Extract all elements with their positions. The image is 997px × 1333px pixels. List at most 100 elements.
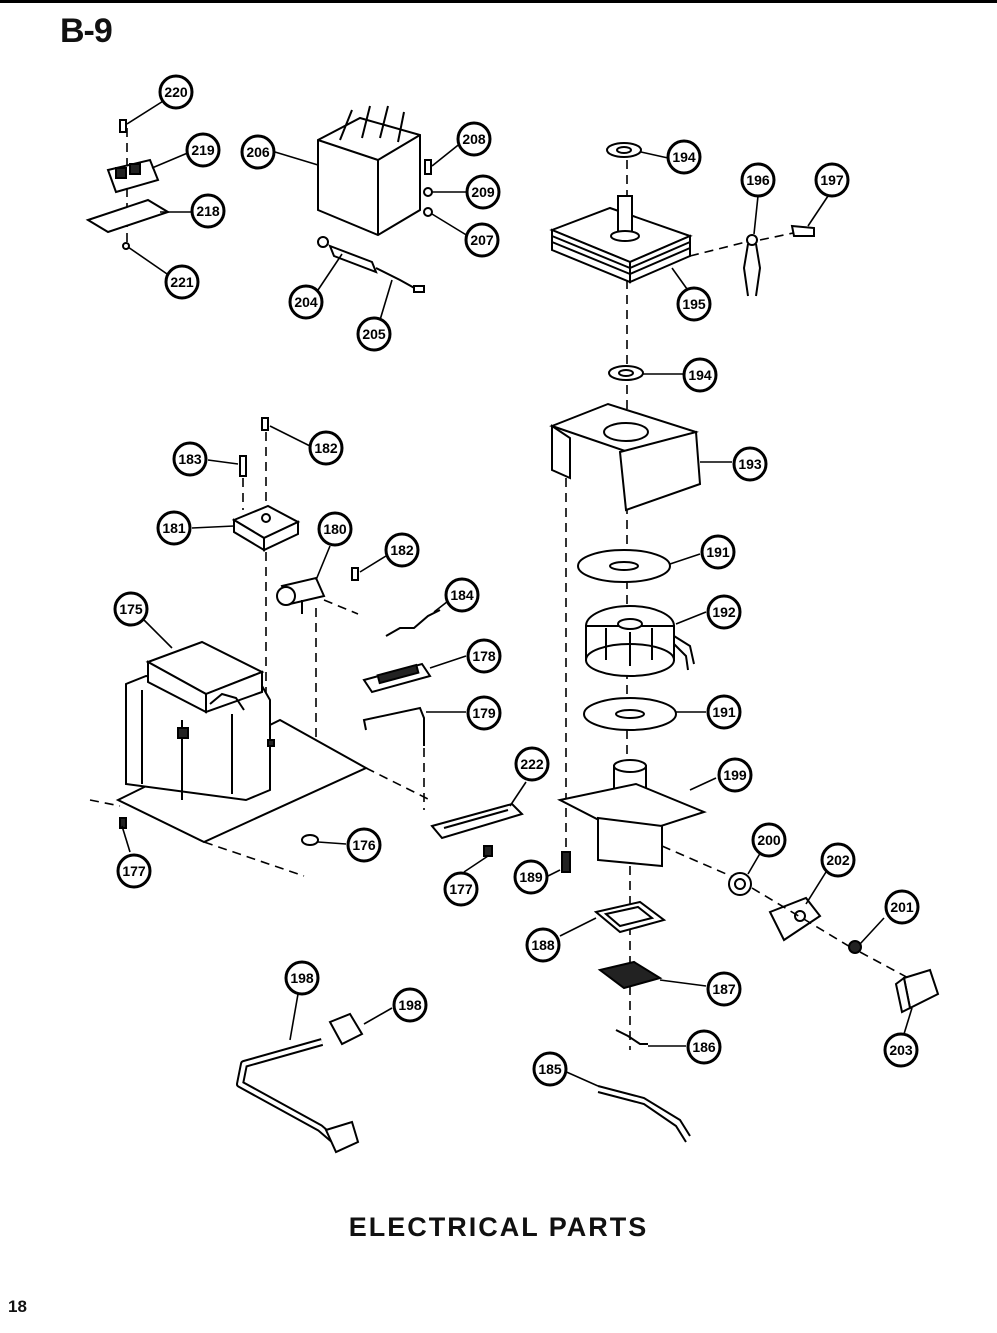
svg-text:199: 199 <box>723 767 747 783</box>
callout-222: 222 <box>514 746 550 782</box>
callout-191-bottom: 191 <box>706 694 742 730</box>
callout-180: 180 <box>317 511 353 547</box>
screw-182-top <box>261 417 269 431</box>
thermal-bracket-197 <box>790 224 815 237</box>
strain-relief-198 <box>328 1012 364 1046</box>
svg-text:209: 209 <box>471 184 495 200</box>
callout-205: 205 <box>356 316 392 352</box>
svg-text:182: 182 <box>314 440 338 456</box>
callout-203: 203 <box>883 1032 919 1068</box>
top-rule <box>0 0 997 3</box>
svg-text:203: 203 <box>889 1042 913 1058</box>
mesh-187 <box>597 960 663 990</box>
callout-221: 221 <box>164 264 200 300</box>
svg-text:177: 177 <box>122 863 146 879</box>
svg-text:222: 222 <box>520 756 544 772</box>
screw-177-right <box>483 845 493 857</box>
svg-text:180: 180 <box>323 521 347 537</box>
svg-text:198: 198 <box>290 970 314 986</box>
terminal-strip-222 <box>430 802 524 840</box>
terminal-block-group <box>85 97 196 277</box>
diode-204 <box>328 244 378 274</box>
callout-191-top: 191 <box>700 534 736 570</box>
callout-188: 188 <box>525 927 561 963</box>
callout-195: 195 <box>676 286 712 322</box>
callout-196: 196 <box>740 162 776 198</box>
magnetron-group <box>549 142 829 860</box>
callout-182-mid: 182 <box>384 532 420 568</box>
page-title: B-9 <box>60 12 113 50</box>
callout-179: 179 <box>466 695 502 731</box>
svg-text:218: 218 <box>196 203 220 219</box>
screw-182-mid <box>351 567 359 581</box>
callout-207: 207 <box>464 222 500 258</box>
thermal-protector-196 <box>746 234 758 246</box>
callout-192: 192 <box>706 594 742 630</box>
callout-204: 204 <box>288 284 324 320</box>
svg-text:219: 219 <box>191 142 215 158</box>
svg-text:204: 204 <box>294 294 318 310</box>
svg-text:188: 188 <box>531 937 555 953</box>
callout-200: 200 <box>751 822 787 858</box>
callout-197: 197 <box>814 162 850 198</box>
callout-181: 181 <box>156 510 192 546</box>
svg-text:192: 192 <box>712 604 736 620</box>
callout-178: 178 <box>466 638 502 674</box>
callout-202: 202 <box>820 842 856 878</box>
svg-text:196: 196 <box>746 172 770 188</box>
callout-209: 209 <box>465 174 501 210</box>
svg-text:205: 205 <box>362 326 386 342</box>
clip-186 <box>615 1029 648 1045</box>
svg-text:191: 191 <box>712 704 736 720</box>
screw-220 <box>119 119 127 133</box>
svg-text:181: 181 <box>162 520 186 536</box>
svg-text:175: 175 <box>119 601 143 617</box>
callout-220: 220 <box>158 74 194 110</box>
washer-209 <box>423 187 433 197</box>
diagram-caption: ELECTRICAL PARTS <box>348 1212 649 1242</box>
svg-text:197: 197 <box>820 172 844 188</box>
callout-185: 185 <box>532 1051 568 1087</box>
svg-text:200: 200 <box>757 832 781 848</box>
callout-218: 218 <box>190 193 226 229</box>
callout-186: 186 <box>686 1029 722 1065</box>
nut-207 <box>423 207 433 217</box>
plug <box>324 1120 360 1154</box>
screw-208 <box>424 159 432 175</box>
svg-text:206: 206 <box>246 144 270 160</box>
callout-199: 199 <box>717 757 753 793</box>
callout-176: 176 <box>346 827 382 863</box>
callout-194-top: 194 <box>666 139 702 175</box>
bracket-218 <box>85 198 171 234</box>
spacer-183 <box>239 455 247 477</box>
svg-text:194: 194 <box>672 149 696 165</box>
callout-189: 189 <box>513 859 549 895</box>
svg-text:221: 221 <box>170 274 194 290</box>
svg-text:179: 179 <box>472 705 496 721</box>
callout-177-left: 177 <box>116 853 152 889</box>
nut-201 <box>848 940 862 954</box>
transformer-group <box>89 619 527 877</box>
callout-198-relief: 198 <box>392 987 428 1023</box>
callout-183: 183 <box>172 441 208 477</box>
svg-text:182: 182 <box>390 542 414 558</box>
washer-176 <box>301 834 319 846</box>
nut-221 <box>122 242 130 250</box>
duct-185 <box>597 1085 691 1137</box>
callout-198-cord: 198 <box>284 960 320 996</box>
svg-text:198: 198 <box>398 997 422 1013</box>
callout-194-bottom: 194 <box>682 357 718 393</box>
wire-184 <box>385 609 441 637</box>
callout-177-right: 177 <box>443 871 479 907</box>
page-number: 18 <box>8 1297 27 1316</box>
diode-cap-204 <box>317 236 329 248</box>
power-cord-group <box>236 993 393 1154</box>
svg-text:202: 202 <box>826 852 850 868</box>
capacitor-group <box>274 105 469 321</box>
svg-text:183: 183 <box>178 451 202 467</box>
svg-text:189: 189 <box>519 869 543 885</box>
svg-text:208: 208 <box>462 131 486 147</box>
svg-text:191: 191 <box>706 544 730 560</box>
callout-201: 201 <box>884 889 920 925</box>
